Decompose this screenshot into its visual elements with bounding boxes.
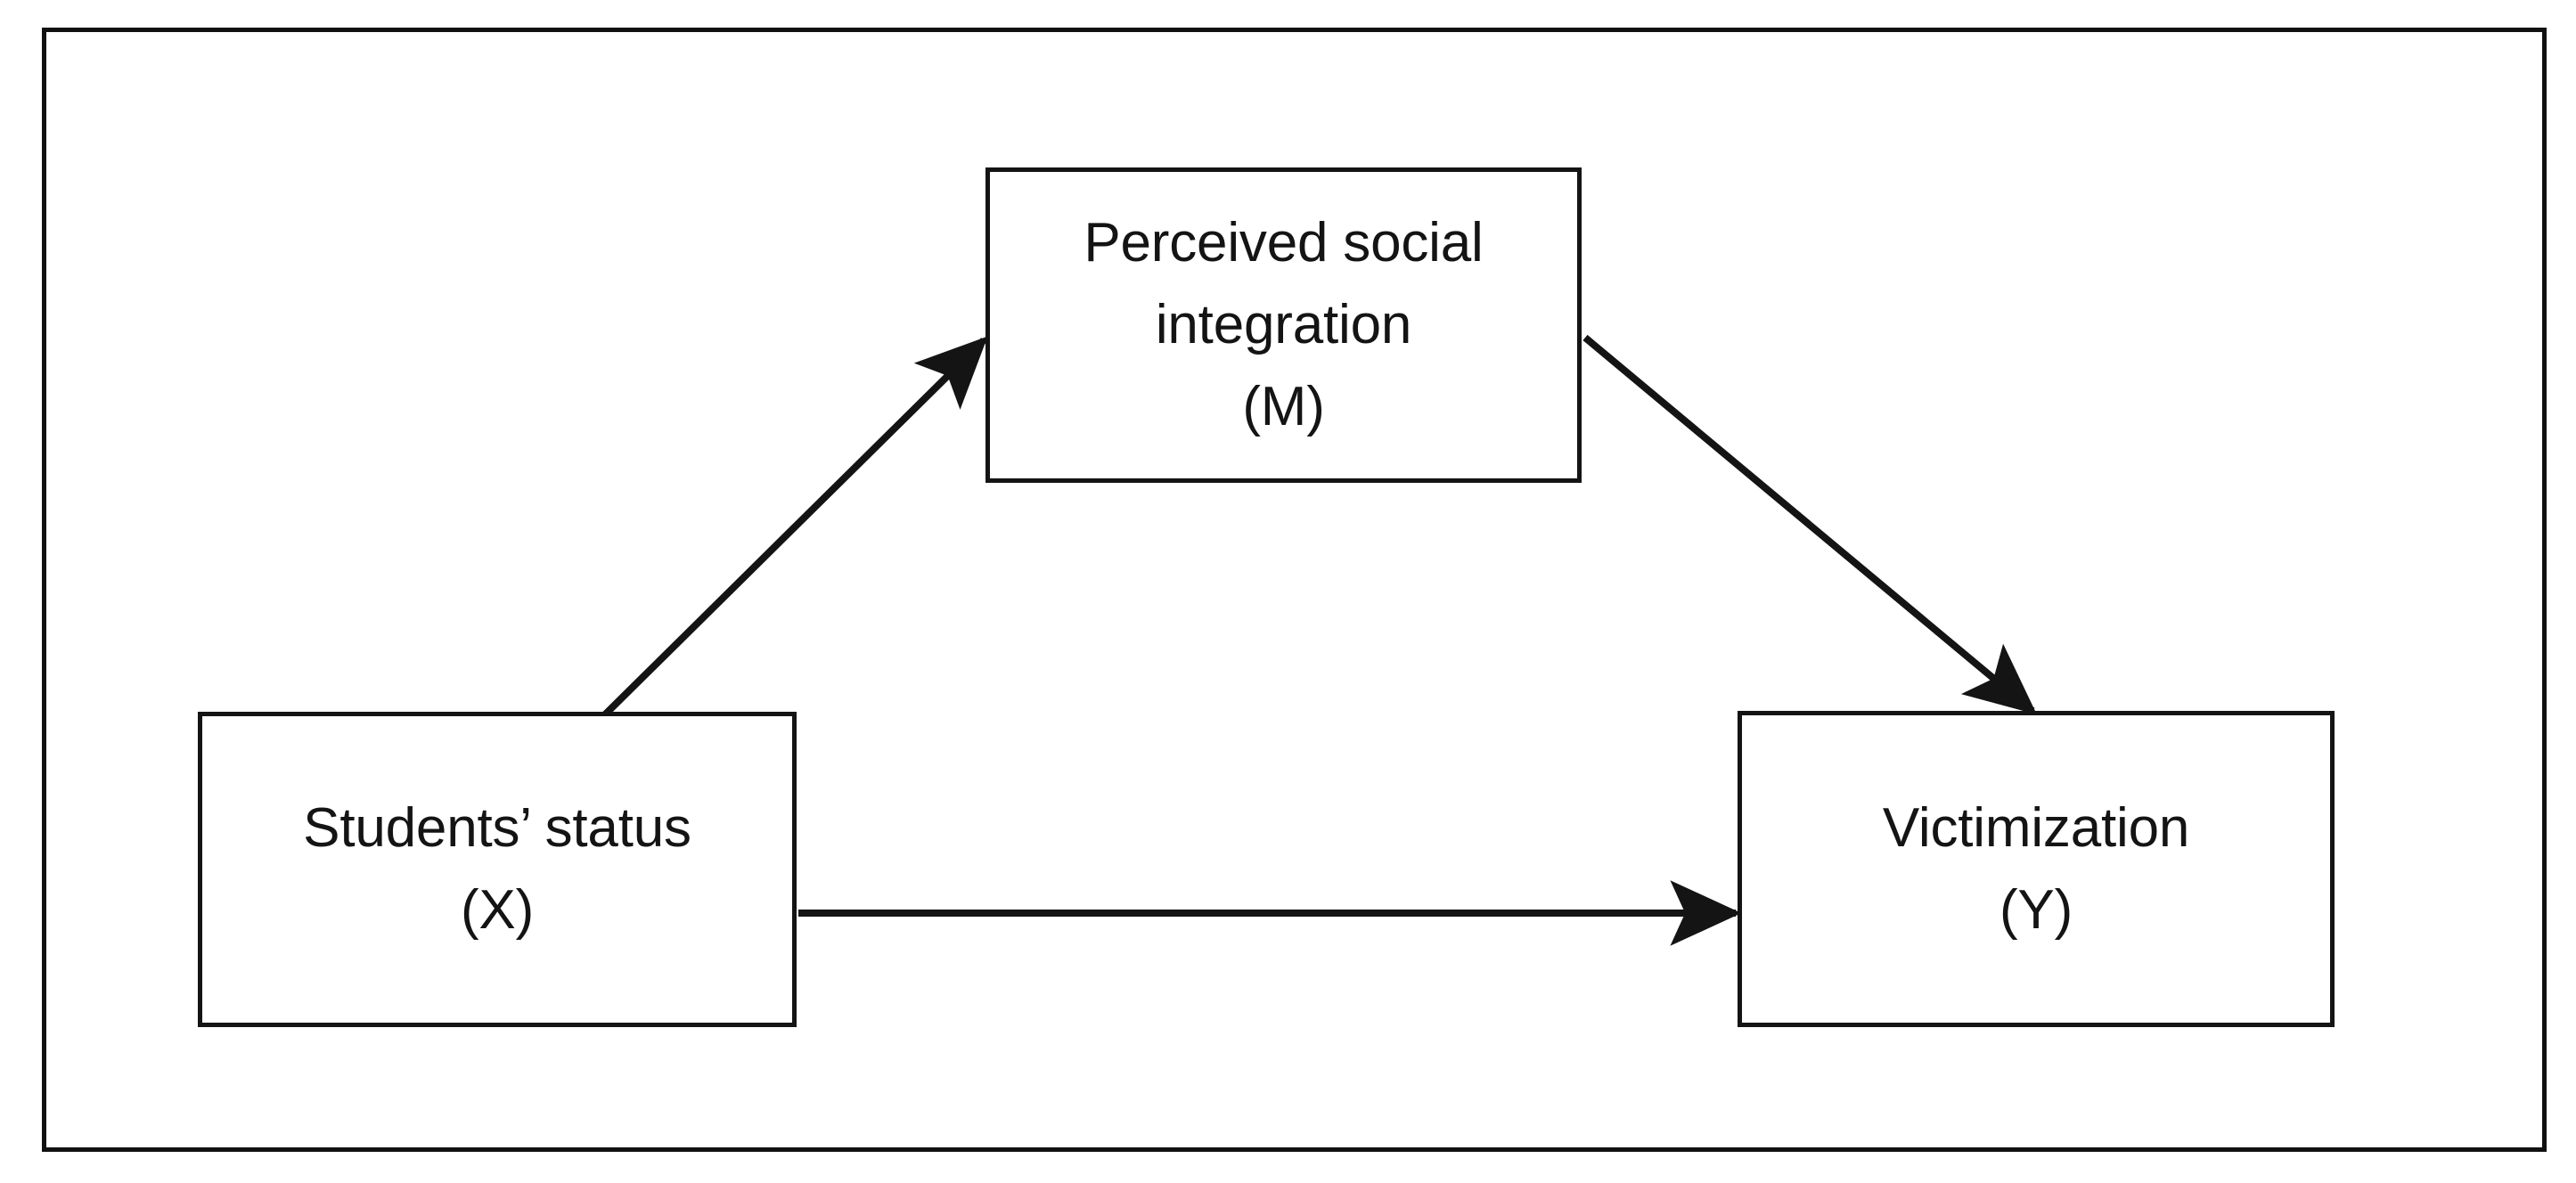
node-victimization[interactable]: Victimization (Y) [1738,711,2335,1027]
node-m-line-1: Perceived social [1084,212,1484,273]
node-x-line-2: (X) [460,879,535,941]
node-y-line-2: (Y) [1999,878,2073,941]
node-x-line-1: Students’ status [303,797,691,859]
node-m-line-3: (M) [1242,376,1325,437]
node-m-line-2: integration [1155,294,1412,355]
node-students-status[interactable]: Students’ status (X) [198,712,797,1027]
node-perceived-social-integration[interactable]: Perceived social integration (M) [985,167,1582,483]
node-y-line-1: Victimization [1882,796,2190,859]
